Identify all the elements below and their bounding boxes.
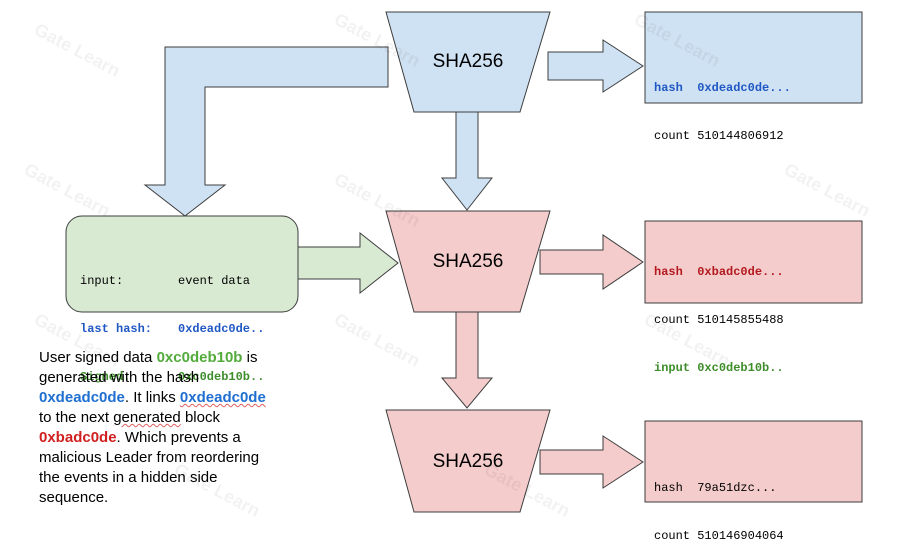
middle-output-box (644, 220, 863, 304)
feedback-arrow (143, 46, 389, 217)
middle-hash-value: 0xbadc0de... (697, 265, 784, 279)
bottom-count-value: 510146904064 (697, 529, 784, 543)
bottom-count-key: count (654, 529, 691, 543)
arrow-middle-to-output (539, 234, 644, 290)
bottom-hasher-label: SHA256 (432, 451, 504, 472)
top-output-text: hash 0xdeadc0de... count 510144806912 (654, 48, 791, 160)
note-text-5: . Which prevents a malicious Leader from… (39, 429, 260, 506)
input-value: event data (178, 274, 251, 288)
bottom-hash-key: hash (654, 481, 683, 495)
middle-hasher-label: SHA256 (432, 251, 504, 272)
top-output-box (644, 11, 863, 104)
last-hash-key: last hash: (80, 322, 153, 336)
middle-output-text: hash 0xbadc0de... count 510145855488 inp… (654, 232, 784, 392)
arrow-top-to-middle (440, 111, 494, 211)
note-hash-value: 0xdeadc0de (39, 389, 125, 406)
middle-count-value: 510145855488 (697, 313, 784, 327)
input-box (65, 215, 299, 313)
middle-hasher-shape (385, 210, 551, 313)
arrow-middle-to-bottom (440, 311, 494, 409)
arrow-input-to-middle (296, 231, 399, 295)
bottom-output-box (644, 420, 863, 503)
middle-input-value: 0xc0deb10b.. (697, 361, 784, 375)
bottom-hasher-shape (385, 409, 551, 513)
note-text-4c: block (180, 409, 220, 426)
middle-count-key: count (654, 313, 691, 327)
bottom-hash-value: 79a51dzc... (697, 481, 777, 495)
note-text-2: is generated with the hash (39, 349, 258, 386)
arrow-top-to-output (547, 39, 644, 93)
middle-hash-key: hash (654, 265, 683, 279)
note-text-3: . It links (124, 389, 180, 406)
note-signed-value: 0xc0deb10b (156, 349, 243, 366)
arrow-bottom-to-output (539, 435, 644, 489)
top-hasher-shape (385, 11, 551, 113)
top-hash-value: 0xdeadc0de... (697, 81, 791, 95)
note-next-hash: 0xbadc0de (39, 429, 117, 446)
last-hash-value: 0xdeadc0de.. (178, 322, 265, 336)
input-key: input: (80, 274, 124, 288)
top-hasher-label: SHA256 (432, 51, 504, 72)
top-hash-key: hash (654, 81, 683, 95)
diagram-canvas (65, 11, 863, 513)
top-count-key: count (654, 129, 691, 143)
signed-value: 0xc0deb10b.. (178, 370, 265, 384)
explanation-note: User signed data 0xc0deb10b is generated… (39, 348, 279, 508)
input-box-text: input:event data last hash:0xdeadc0de.. … (80, 241, 264, 401)
middle-input-key: input (654, 361, 691, 375)
signed-key: Signed: (80, 370, 131, 384)
note-link-value: 0xdeadc0de (179, 389, 266, 406)
note-text-1: User signed data (39, 349, 157, 366)
note-text-4: to the next (39, 409, 114, 426)
top-count-value: 510144806912 (697, 129, 784, 143)
note-text-generated: generated (113, 409, 181, 426)
bottom-output-text: hash 79a51dzc... count 510146904064 (654, 448, 784, 560)
